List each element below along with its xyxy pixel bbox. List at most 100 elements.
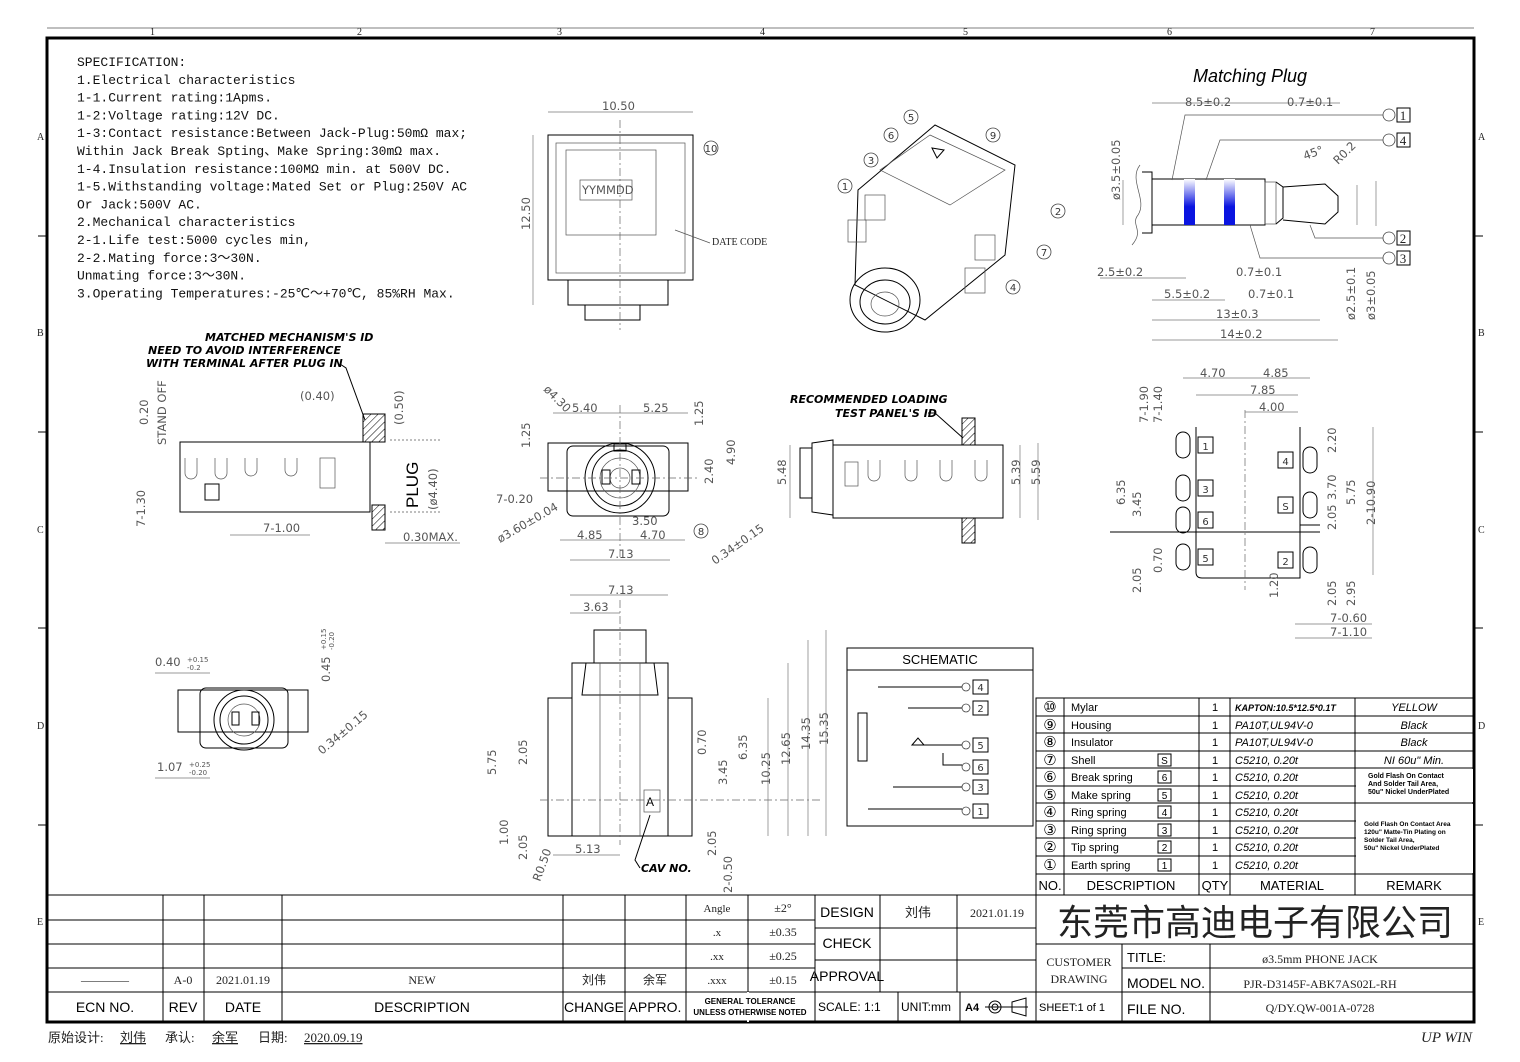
dim-label: 3.50 [632,514,658,528]
corner-label: UP WIN [1421,1030,1473,1046]
dim-label: 4.85 [577,528,603,542]
pin-number: 5 [977,741,983,752]
tolerance-value: ±0.15 [769,973,797,987]
dim-label: 7-1.90 [1137,386,1151,423]
dim-label: ø3.5±0.05 [1109,139,1123,200]
spec-line: Unmating force:3～30N. [77,269,246,284]
balloon [1050,203,1066,219]
bom-header: REMARK [1386,878,1442,893]
balloon-number: 4 [1010,283,1016,294]
pin-circle [961,806,971,816]
zone-col: 1 [150,27,155,38]
dim-label: 5.48 [775,459,789,485]
dim-label: 7.85 [1250,383,1276,397]
dim-label: 3.45 [1130,491,1144,517]
terminal-circle [1382,251,1396,265]
terminal-circle [1382,231,1396,245]
dim-label: (0.50) [392,390,406,425]
zone-row: B [1478,328,1485,339]
bom-qty: 1 [1212,825,1218,837]
bom-remark-note: Solder Tail Area, [1364,837,1415,844]
drawing-title: ø3.5mm PHONE JACK [1262,952,1378,966]
bom-description: Shell [1071,755,1095,767]
dim-label: 0.30MAX. [403,530,458,544]
dim-label: 5.59 [1029,459,1043,485]
top-view: 10.50 12.50 YYMMDD DATE CODE 10 [519,99,767,330]
dim-label: 5.75 [485,749,499,775]
dim-label: 2.20 [1325,427,1339,453]
company-name: 东莞市高迪电子有限公司 [1057,903,1453,943]
model-label: MODEL NO. [1127,975,1205,991]
cav-label: CAV NO. [641,862,692,875]
dim-label: 5.40 [572,401,598,415]
bom-material: C5210, 0.20t [1235,772,1299,784]
pin-box [1197,548,1214,566]
bom-description: Housing [1071,720,1111,732]
spec-line: Within Jack Break Spting、Make Spring:30m… [77,144,441,159]
revision-cell: 刘伟 [582,973,606,987]
spec-line: 2-2.Mating force:3～30N. [77,251,262,266]
bom-remark-note: Gold Flash On Contact [1368,773,1445,780]
pin-number: 2 [1282,557,1288,568]
date-mark: YYMMDD [581,183,634,197]
spec-line: 2.Mechanical characteristics [77,215,295,230]
zone-col: 3 [557,27,562,38]
balloon-number: 9 [990,131,996,142]
dim-label: ø2.5±0.1 [1344,267,1358,320]
bom-remark: Black [1401,737,1428,749]
balloon [903,109,919,125]
terminal-number: 3 [1400,251,1407,266]
bom-remark: Black [1401,720,1428,732]
pin-number: 4 [977,683,983,694]
matching-plug-view: Matching Plug 8.5±0.2 0.7±0.1 ø3.5±0.05 … [1097,66,1411,341]
dim-label: 5.39 [1009,459,1023,485]
approve: 余军 [212,1030,238,1045]
bom-qty: 1 [1212,842,1218,854]
dim-label: (0.40) [300,389,335,403]
pin-box [972,737,989,753]
pin-box [1197,479,1214,497]
bom-no: ⑩ [1043,699,1056,716]
sheet: SHEET:1 of 1 [1039,1002,1105,1014]
dim-label: 0.7±0.1 [1287,95,1333,109]
dim-label: 12.65 [779,732,793,765]
dim-label: 0.7±0.1 [1236,265,1282,279]
bom-no: ⑤ [1043,787,1056,804]
terminal-number: 2 [1400,231,1407,246]
spec-line: 1-5.Withstanding voltage:Mated Set or Pl… [77,180,467,195]
plug-band [1184,179,1195,225]
bom-material: C5210, 0.20t [1235,825,1299,837]
small-front-view: 0.40+0.15-0.2 0.45+0.15-0.20 0.34±0.15 1… [155,629,371,779]
pin-box [1197,511,1214,529]
pin-number: 1 [977,807,983,818]
note-line: TEST PANEL'S ID [835,407,937,420]
bom-material: PA10T,UL94V-0 [1235,720,1314,732]
dim-label: 5.25 [643,401,669,415]
zone-row: A [37,132,45,143]
dim-label: 7.13 [608,583,634,597]
bom-no: ③ [1043,822,1056,839]
zone-row: E [37,917,43,928]
dim-label: 1.25 [519,422,533,448]
dim-label: 2.05 [1325,504,1339,530]
panel-loading-view: RECOMMENDED LOADING TEST PANEL'S ID 5.48… [775,393,1043,544]
design-label: DESIGN [820,904,874,920]
bom-material: C5210, 0.20t [1235,807,1299,819]
solder-pad [1175,506,1191,534]
bom-material: C5210, 0.20t [1235,842,1299,854]
dim-label: 3.70 [1325,474,1339,500]
dim-label: 12.50 [519,197,533,230]
bom-no: ② [1043,839,1056,856]
front-view: ø4.30 5.40 5.25 1.25 1.25 4.90 2.40 7-0.… [495,382,767,567]
zone-row: D [1478,721,1485,732]
pin-number: 2 [977,704,983,715]
spec-line: Or Jack:500V AC. [77,197,202,212]
dim-label: 1.00 [497,819,511,845]
projection-symbol-icon [985,997,1028,1017]
bom-no: ④ [1043,804,1056,821]
dim-label: 0.34±0.15 [709,521,767,567]
spec-line: 2-1.Life test:5000 cycles min, [77,233,311,248]
tolerance-type: .xxx [707,975,727,987]
